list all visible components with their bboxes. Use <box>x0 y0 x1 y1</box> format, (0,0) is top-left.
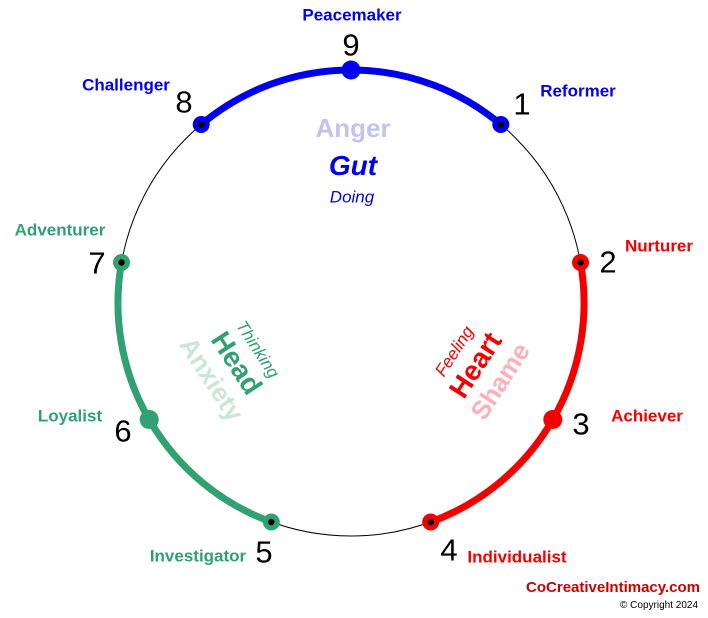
copyright-text: © Copyright 2024 <box>620 600 698 611</box>
point-dot-5-core <box>268 518 275 526</box>
type-name-adventurer: Adventurer <box>14 220 106 240</box>
type-number-8: 8 <box>175 84 193 120</box>
gut-mode-label: Doing <box>329 187 375 207</box>
point-dot-8-core <box>198 121 205 128</box>
point-dot-4-core <box>427 518 434 526</box>
type-name-achiever: Achiever <box>611 406 683 426</box>
type-name-reformer: Reformer <box>540 81 616 101</box>
type-number-1: 1 <box>513 86 531 122</box>
type-number-7: 7 <box>88 245 106 281</box>
type-number-2: 2 <box>599 244 617 280</box>
website-link[interactable]: CoCreativeIntimacy.com <box>526 579 700 596</box>
type-name-peacemaker: Peacemaker <box>302 5 402 25</box>
type-number-5: 5 <box>255 534 273 570</box>
point-dot-3 <box>543 410 563 429</box>
type-name-loyalist: Loyalist <box>37 406 103 426</box>
type-number-6: 6 <box>114 413 132 449</box>
type-number-4: 4 <box>440 532 458 568</box>
point-dot-9 <box>341 60 361 80</box>
gut-emotion-label: Anger <box>315 113 391 143</box>
point-dot-1-core <box>497 121 504 128</box>
type-name-challenger: Challenger <box>82 75 170 95</box>
point-dot-2-core <box>577 259 584 266</box>
type-number-3: 3 <box>572 406 590 442</box>
type-name-investigator: Investigator <box>149 546 247 566</box>
gut-center-label: Gut <box>328 150 378 181</box>
point-dot-7-core <box>118 259 125 266</box>
type-number-9: 9 <box>342 27 360 63</box>
type-name-individualist: Individualist <box>467 547 567 567</box>
point-dot-6 <box>139 410 159 429</box>
type-name-nurturer: Nurturer <box>624 236 694 256</box>
